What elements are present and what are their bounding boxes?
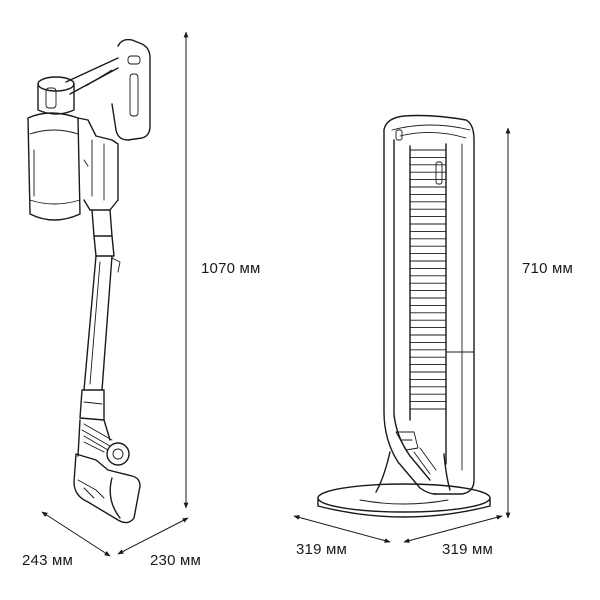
fan-grill-slats (409, 149, 447, 410)
stick-vacuum-drawing (27, 38, 151, 524)
vacuum-depth-dimension-line (41, 511, 111, 557)
fan-height-label: 710 мм (522, 260, 574, 277)
vacuum-width-label: 230 мм (150, 552, 202, 569)
vacuum-width-dimension-line (117, 517, 189, 555)
vacuum-height-label: 1070 мм (201, 260, 261, 277)
fan-width-dimension-line (403, 515, 503, 543)
fan-depth-label: 319 мм (296, 541, 348, 558)
vacuum-depth-label: 243 мм (22, 552, 74, 569)
fan-width-label: 319 мм (442, 541, 494, 558)
tower-fan-drawing (317, 114, 491, 518)
fan-depth-dimension-line (293, 515, 391, 543)
